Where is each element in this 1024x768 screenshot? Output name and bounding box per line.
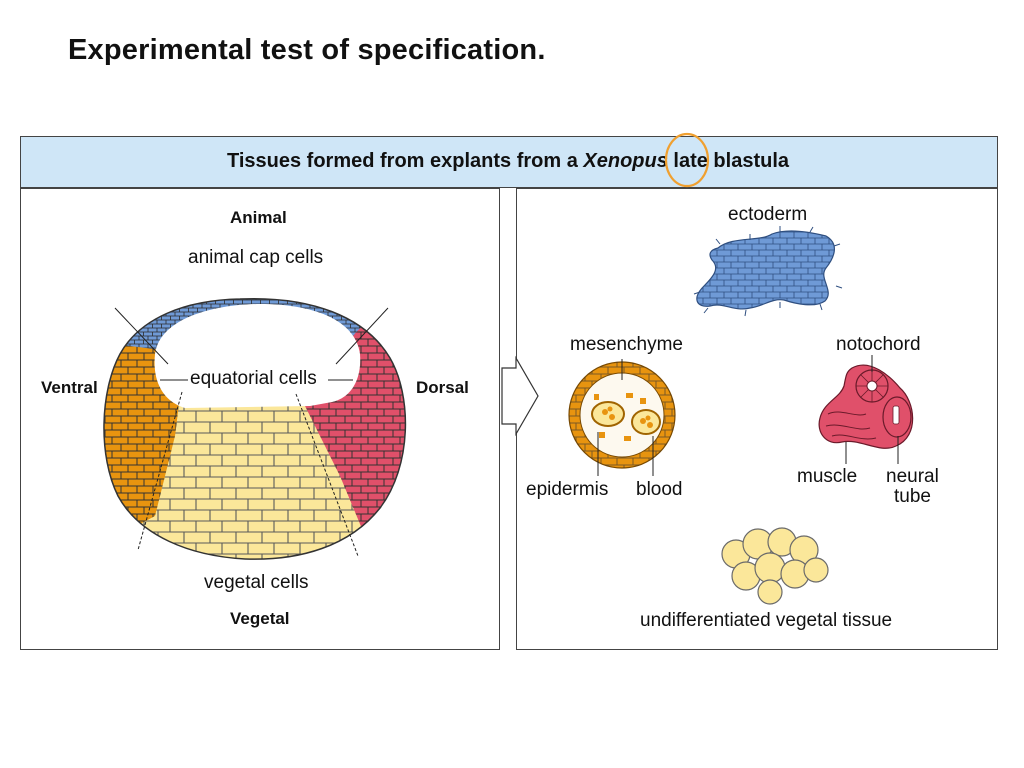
label-epidermis: epidermis: [526, 479, 609, 500]
label-undifferentiated-vegetal-tissue: undifferentiated vegetal tissue: [640, 610, 893, 631]
boundary-line-dorsal: [295, 393, 359, 557]
label-equatorial-cells: equatorial cells: [190, 368, 317, 389]
header-species: Xenopus: [583, 150, 668, 172]
label-ectoderm: ectoderm: [728, 204, 808, 225]
figure-header-bar: [20, 136, 998, 188]
label-blood: blood: [636, 479, 683, 500]
notochord-muscle-tissue: [818, 364, 914, 449]
label-notochord: notochord: [836, 334, 921, 355]
slide-title: Experimental test of specification.: [68, 34, 546, 66]
label-animal-cap-cells: animal cap cells: [188, 247, 324, 268]
header-prefix: Tissues formed from explants from a: [226, 150, 584, 172]
label-dorsal: Dorsal: [416, 378, 469, 397]
pointer-line: [114, 307, 169, 365]
arrow-icon: [501, 355, 539, 437]
label-vegetal-cells: vegetal cells: [204, 572, 309, 593]
label-neural-tube-line1: neural: [886, 466, 939, 487]
pointer-line: [335, 307, 389, 365]
boundary-line-ventral: [137, 391, 183, 551]
mesenchyme-epidermis-sphere: [568, 361, 676, 469]
header-stage-word: late: [673, 150, 708, 172]
label-animal: Animal: [230, 208, 287, 227]
label-neural-tube-line2: tube: [894, 486, 931, 507]
label-muscle: muscle: [797, 466, 858, 487]
undifferentiated-vegetal-tissue: [721, 527, 829, 605]
figure-header-title: Tissues formed from explants from a Xeno…: [20, 136, 996, 186]
blastula: [103, 297, 407, 560]
figure-drawing: [103, 132, 914, 605]
highlight-circle: [664, 132, 710, 188]
specification-figure: Tissues formed from explants from a Xeno…: [20, 132, 998, 650]
label-mesenchyme: mesenchyme: [570, 334, 683, 355]
header-suffix: blastula: [707, 150, 790, 172]
ectoderm-tissue: [693, 226, 843, 317]
label-vegetal: Vegetal: [230, 609, 290, 628]
label-ventral: Ventral: [41, 378, 98, 397]
